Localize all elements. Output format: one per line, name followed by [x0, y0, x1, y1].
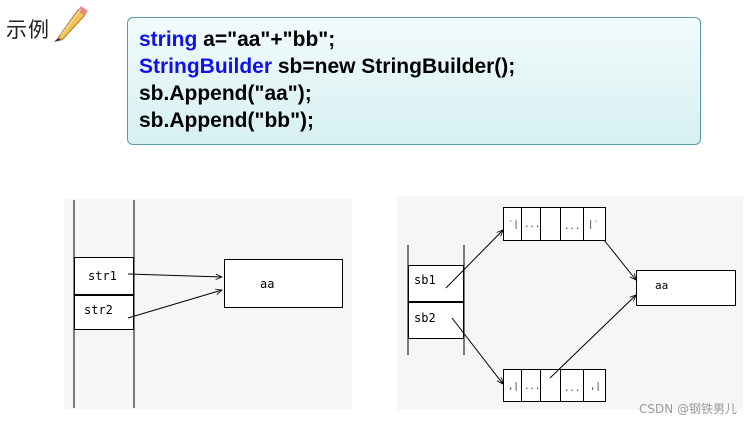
- arrow-str2-to-aa: [127, 290, 222, 319]
- sb1-label: sb1: [414, 273, 436, 287]
- arrow-sb2-to-bottom-buffer: [451, 317, 503, 384]
- watermark: CSDN @钢铁男儿: [638, 402, 737, 416]
- buffer-bottom-mark-1: ,|: [508, 382, 519, 392]
- heap-object-aa: [224, 259, 343, 308]
- keyword-stringbuilder: StringBuilder: [139, 55, 273, 78]
- arrow-top-buffer-to-aa: [603, 239, 636, 280]
- buffer-top-cell-5: [583, 207, 606, 241]
- heap-object-aa-2-label: aa: [655, 279, 669, 292]
- keyword-string: string: [139, 28, 198, 51]
- str1-label: str1: [88, 269, 117, 283]
- code-box: string a="aa"+"bb"; StringBuilder sb=new…: [127, 17, 701, 145]
- heap-object-aa-label: aa: [260, 277, 275, 291]
- code-line-4: sb.Append("bb");: [139, 109, 315, 132]
- code-line-3: sb.Append("aa");: [139, 82, 312, 105]
- arrow-bottom-buffer-to-aa: [549, 295, 636, 379]
- code-line-1: string a="aa"+"bb";: [139, 26, 515, 53]
- code-listing: string a="aa"+"bb"; StringBuilder sb=new…: [139, 26, 515, 134]
- sb2-label: sb2: [414, 311, 436, 325]
- buffer-top-mark-5: |′: [588, 220, 599, 230]
- example-title: 示例: [6, 18, 50, 42]
- buffer-bottom-cell-4: [560, 369, 584, 402]
- code-line-2: StringBuilder sb=new StringBuilder();: [139, 53, 515, 80]
- buffer-bottom-mark-4: ...: [564, 384, 581, 394]
- heap-object-aa-2: [636, 270, 736, 306]
- stack-cell-str2: [74, 295, 134, 330]
- buffer-top-mark-2: ...: [524, 220, 541, 230]
- str2-label: str2: [84, 303, 113, 317]
- code-line-2-rest: sb=new StringBuilder();: [272, 55, 516, 78]
- buffer-top-cell-4: [560, 207, 584, 241]
- buffer-top-mark-4: ...: [564, 222, 581, 232]
- code-line-1-rest: a="aa"+"bb";: [197, 28, 336, 51]
- buffer-bottom-mark-5: ,|: [590, 382, 601, 392]
- stack-cell-sb2: [408, 302, 464, 339]
- buffer-bottom-cell-5: [583, 369, 606, 402]
- buffer-top-mark-1: ′|: [508, 220, 519, 230]
- buffer-bottom-mark-2: ...: [524, 382, 541, 392]
- arrow-sb1-to-top-buffer: [445, 230, 503, 289]
- arrow-str1-to-aa: [127, 273, 222, 277]
- pencil-icon: [54, 6, 88, 42]
